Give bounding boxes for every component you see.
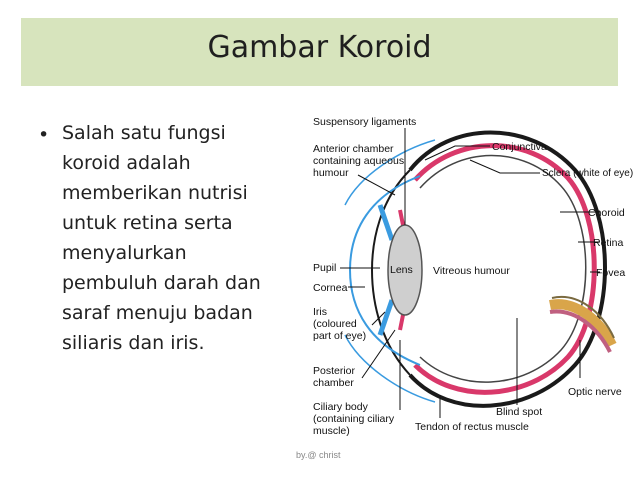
label-pupil: Pupil [313, 262, 336, 274]
bullet-marker: • [38, 124, 50, 146]
eyeball [344, 130, 617, 408]
retina-shape [419, 154, 587, 383]
cornea-shape [348, 175, 421, 366]
label-fovea: Fovea [596, 267, 625, 279]
label-ciliary-body-1: Ciliary body [313, 401, 369, 413]
bullet-text: Salah satu fungsi koroid adalah memberik… [62, 122, 261, 354]
label-tendon: Tendon of rectus muscle [415, 421, 529, 433]
credit-text: by.@ christ [296, 450, 341, 460]
label-suspensory-ligaments: Suspensory ligaments [313, 116, 416, 128]
label-vitreous-humour: Vitreous humour [433, 265, 510, 277]
label-blind-spot: Blind spot [496, 406, 542, 418]
label-conjunctiva: Conjunctiva [492, 141, 547, 153]
choroid-shape [413, 143, 597, 395]
label-posterior-chamber-2: chamber [313, 377, 354, 389]
label-iris-1: Iris [313, 306, 327, 318]
leader-lines [340, 128, 600, 418]
label-lens: Lens [390, 264, 413, 276]
label-iris-2: (coloured [313, 318, 357, 330]
label-optic-nerve: Optic nerve [568, 386, 622, 398]
title-bar: Gambar Koroid [21, 18, 618, 86]
conjunctiva-shape [344, 139, 436, 403]
label-anterior-chamber-1: Anterior chamber [313, 143, 394, 155]
iris-lower [377, 299, 395, 336]
label-ciliary-body-3: muscle) [313, 425, 350, 437]
label-choroid: Choroid [588, 207, 625, 219]
sclera-shape [408, 130, 607, 408]
label-cornea: Cornea [313, 282, 348, 294]
slide-title: Gambar Koroid [207, 30, 432, 65]
label-posterior-chamber-1: Posterior [313, 365, 356, 377]
label-sclera: Sclera (white of eye) [542, 168, 633, 179]
label-retina: Retina [593, 237, 624, 249]
optic-nerve-shape [549, 295, 617, 353]
anterior-wall [370, 169, 411, 376]
iris-upper [377, 204, 395, 241]
label-anterior-chamber-2: containing aqueous [313, 155, 404, 167]
label-anterior-chamber-3: humour [313, 167, 349, 179]
label-ciliary-body-2: (containing ciliary [313, 413, 395, 425]
label-iris-3: part of eye) [313, 330, 366, 342]
